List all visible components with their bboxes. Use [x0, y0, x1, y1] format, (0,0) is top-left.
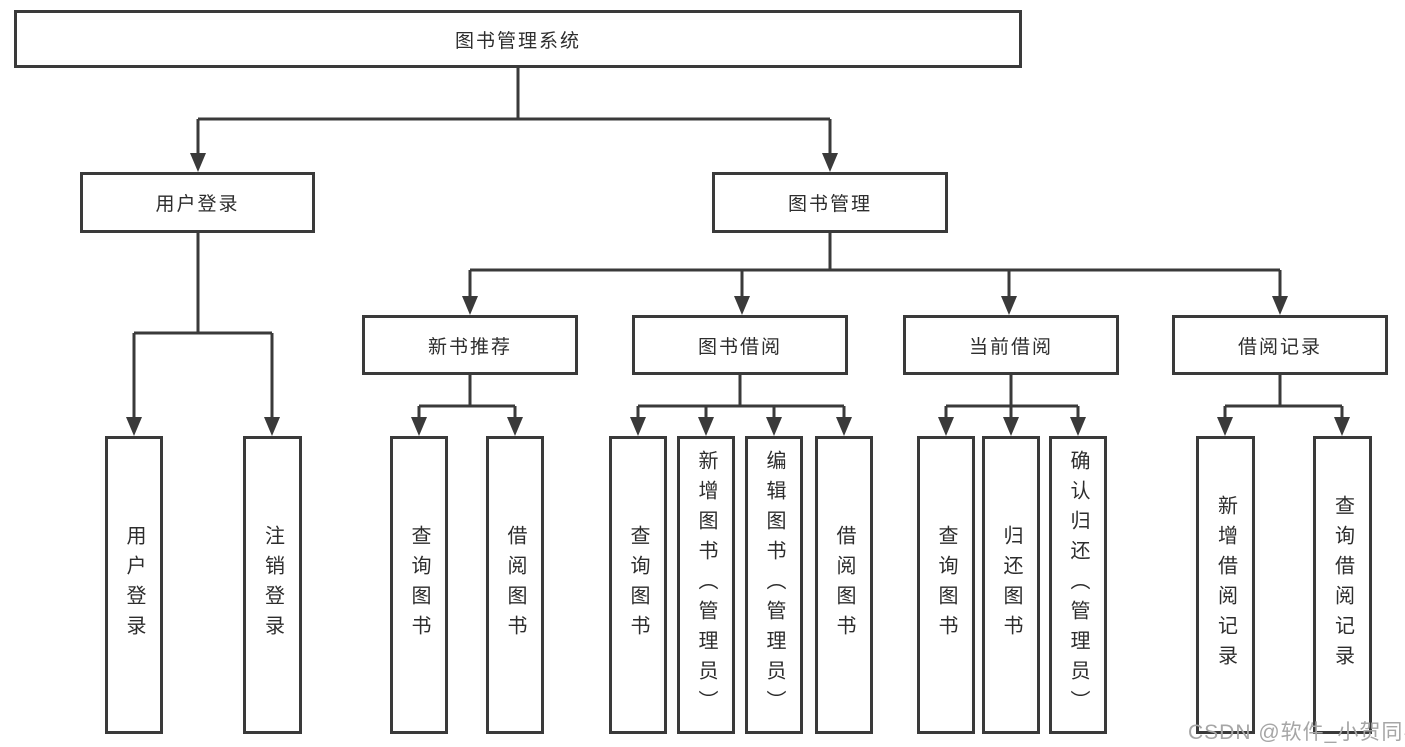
arrow-down-icon [822, 153, 838, 172]
leaf-confirm-return-admin: 确认归还（管理员） [1049, 436, 1107, 734]
leaf-edit-book-admin: 编辑图书（管理员） [745, 436, 803, 734]
node-label: 查询图书 [408, 525, 430, 645]
arrow-down-icon [734, 296, 750, 315]
node-current-borrow: 当前借阅 [903, 315, 1119, 375]
leaf-borrow-book-recommend: 借阅图书 [486, 436, 544, 734]
node-label: 用户登录 [123, 525, 145, 645]
node-label: 图书管理 [787, 194, 872, 215]
arrow-down-icon [1001, 296, 1017, 315]
arrow-down-icon [462, 296, 478, 315]
leaf-logout: 注销登录 [243, 436, 302, 734]
node-label: 新增借阅记录 [1214, 495, 1237, 675]
arrow-down-icon [190, 153, 206, 172]
node-label: 图书管理系统 [454, 30, 581, 52]
arrow-down-icon [938, 417, 954, 436]
leaf-add-book-admin: 新增图书（管理员） [677, 436, 735, 734]
node-label: 借阅图书 [833, 525, 855, 645]
arrow-down-icon [1217, 417, 1233, 436]
node-label: 用户登录 [155, 194, 240, 215]
node-book-borrow: 图书借阅 [632, 315, 848, 375]
node-label: 新书推荐 [427, 336, 512, 358]
leaf-user-login: 用户登录 [105, 436, 163, 734]
watermark: CSDN @软件_小贺同学 [1188, 721, 1405, 744]
node-label: 新增图书（管理员） [695, 450, 717, 720]
node-library-system: 图书管理系统 [14, 10, 1022, 68]
node-label: 借阅图书 [504, 525, 526, 645]
leaf-borrow-book: 借阅图书 [815, 436, 873, 734]
node-label: 注销登录 [261, 525, 284, 645]
arrow-down-icon [1003, 417, 1019, 436]
leaf-query-book-current: 查询图书 [917, 436, 975, 734]
node-label: 借阅记录 [1237, 336, 1322, 358]
leaf-query-book-borrow: 查询图书 [609, 436, 667, 734]
node-label: 当前借阅 [968, 336, 1053, 358]
arrow-down-icon [126, 417, 142, 436]
arrow-down-icon [507, 417, 523, 436]
node-book-management: 图书管理 [712, 172, 948, 233]
node-label: 查询借阅记录 [1331, 495, 1354, 675]
node-label: 编辑图书（管理员） [763, 450, 785, 720]
leaf-query-borrow-record: 查询借阅记录 [1313, 436, 1372, 734]
leaf-add-borrow-record: 新增借阅记录 [1196, 436, 1255, 734]
arrow-down-icon [1070, 417, 1086, 436]
leaf-query-book-recommend: 查询图书 [390, 436, 448, 734]
leaf-return-book: 归还图书 [982, 436, 1040, 734]
arrow-down-icon [766, 417, 782, 436]
node-borrow-records: 借阅记录 [1172, 315, 1388, 375]
arrow-down-icon [411, 417, 427, 436]
node-label: 查询图书 [627, 525, 649, 645]
arrow-down-icon [630, 417, 646, 436]
node-label: 查询图书 [935, 525, 957, 645]
arrow-down-icon [1272, 296, 1288, 315]
arrow-down-icon [1334, 417, 1350, 436]
node-user-login: 用户登录 [80, 172, 315, 233]
node-label: 图书借阅 [697, 336, 782, 358]
node-label: 确认归还（管理员） [1067, 450, 1089, 720]
arrow-down-icon [836, 417, 852, 436]
node-label: 归还图书 [1000, 525, 1022, 645]
arrow-down-icon [264, 417, 280, 436]
node-new-book-recommend: 新书推荐 [362, 315, 578, 375]
arrow-down-icon [698, 417, 714, 436]
